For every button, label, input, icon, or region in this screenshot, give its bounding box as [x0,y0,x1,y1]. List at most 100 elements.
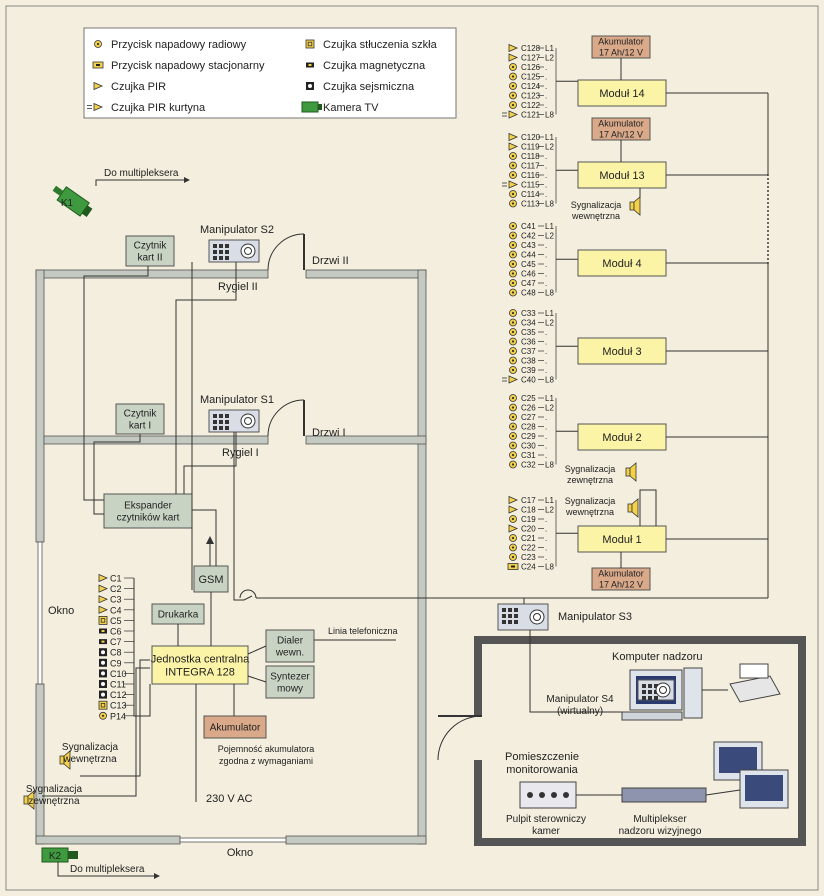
module-zone-label: C22 [521,544,536,553]
module-line-label: . [545,423,547,432]
wire-siren-int [80,659,150,777]
manipulator-s1-icon-key [213,414,217,418]
module-line-label: . [545,82,547,91]
zone-label: C8 [110,648,122,658]
gsm-box-label: GSM [198,574,223,586]
module-line-label: . [545,338,547,347]
arrow [154,873,160,879]
computer-keyboard [621,711,683,721]
module-line-label: . [545,181,547,190]
module-zone-label: C23 [521,553,536,562]
module-line-label: L1 [545,309,554,318]
camera-k1-wire [95,179,184,186]
monitor-2-screen [745,775,783,801]
legend-box [83,27,457,119]
module-zone-icon-dot [511,396,515,400]
module-zone-label: C32 [521,461,536,470]
manipulator-s3-icon-dial [529,609,545,625]
module-zone-icon-dot [511,75,515,78]
module-zone-label: C45 [521,260,536,269]
module13-siren-label: wewnętrzna [571,211,620,221]
card-reader-2-label: Czytnik [134,241,168,252]
bolt-1-label: Rygiel I [222,447,259,459]
module-zone-icon-dot [511,444,515,447]
module-zone-label: C114 [521,190,540,199]
module-battery-label: Akumulator [598,569,644,579]
module-line-label: L8 [545,376,554,385]
manipulator-s2-icon-key [213,244,217,248]
virtual-keypad-icon-key [642,684,646,688]
seismic-mark [308,84,312,88]
camera-k1-icon [52,185,93,217]
window-left [37,541,43,685]
zone-icon [98,700,108,710]
module-zone-label: C25 [521,394,536,403]
module-zone-icon [508,524,518,533]
window-left-label: Okno [48,605,74,617]
module-box [577,249,667,277]
module-line-label: . [545,260,547,269]
module-zone-label: C42 [521,232,536,241]
module-zone-label: C34 [521,319,536,328]
module-line-label: L1 [545,394,554,403]
camera-lens [318,104,322,110]
module-line-label: . [545,279,547,288]
module-zone-icon [508,142,518,151]
module-line-label: . [545,451,547,460]
module-line-label: L2 [545,506,554,515]
seismic-mark [101,650,105,655]
module-line-label: . [545,366,547,375]
module-zone-label: C121 [521,111,541,120]
virtual-keypad-icon-key [642,696,646,700]
module-zone-icon-dot [511,311,515,315]
module-zone-icon [508,53,518,62]
manipulator-s1-icon-key [225,414,229,418]
zone-label: C6 [110,627,122,637]
module-line-label: L1 [545,496,554,505]
manipulator-s1-icon-key [213,426,217,430]
zone-icon [98,605,108,614]
zone-label: C4 [110,605,122,615]
zone-label: C5 [110,616,122,626]
seismic-mark [101,660,105,665]
module-zone-icon [508,180,518,189]
manipulator-s4-label: Manipulator S4 [546,694,614,705]
module-zone-label: C127 [521,54,541,63]
module-line-label: . [545,515,547,524]
battery-box-label: Akumulator [210,723,261,734]
module-line-label: . [545,432,547,441]
module-zone-label: C48 [521,289,536,298]
module-line-label: . [545,63,547,72]
manipulator-s1-icon-dial-inner [244,417,252,425]
magnetic-mark [308,64,312,66]
module-zone-icon-dot [511,234,515,237]
printer-box-label: Drukarka [158,610,199,621]
virtual-keypad-icon-key [648,684,652,688]
glass-break-inner [100,703,106,708]
module-line-label: . [545,270,547,279]
wall-bottom [285,835,427,845]
module-zone-icon [508,505,518,514]
module-zone-icon-dot [511,262,515,266]
multiplexer-icon [621,787,707,803]
module-zone-icon-dot [511,243,515,247]
manipulator-s1-label: Manipulator S1 [200,394,274,406]
glass-break-detector-icon [305,39,315,49]
module-zone-label: C124 [521,82,541,91]
manipulator-s3-icon-key [508,614,512,618]
camera-k2-dest: Do multipleksera [70,864,145,875]
module-zone-icon-dot [511,253,515,256]
module13-siren-icon-cone [633,196,641,216]
module-zone-icon-dot [511,340,515,343]
module-zone-icon-dot [511,330,515,334]
camera-k2-wire [57,862,154,877]
module-line-label: . [545,553,547,562]
manipulator-s2-icon-key [219,250,223,254]
module-zone-icon-dot [511,546,515,549]
module1-siren-ext-label: zewnętrzna [567,475,613,485]
printer-icon [729,675,781,703]
dialer-box-label: Dialer [277,636,304,647]
module-zone-icon-dot [511,192,515,196]
module1-siren-ext-label: Sygnalizacja [565,464,616,474]
outer-frame [5,5,819,891]
